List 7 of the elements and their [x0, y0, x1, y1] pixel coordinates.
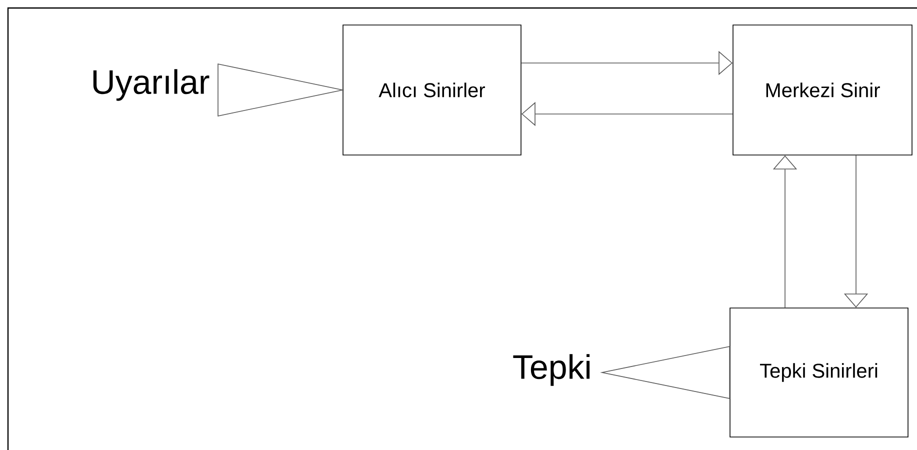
label-text: Tepki: [513, 354, 590, 386]
label-text: Uyarılar: [93, 69, 210, 101]
chevron-arrow: [218, 64, 345, 116]
process-box: Merkezi Sinir: [732, 24, 912, 156]
process-box: Alıcı Sinirler: [342, 24, 522, 156]
chevron-arrow: [600, 346, 730, 399]
process-box: Tepki Sinirleri: [730, 308, 908, 438]
